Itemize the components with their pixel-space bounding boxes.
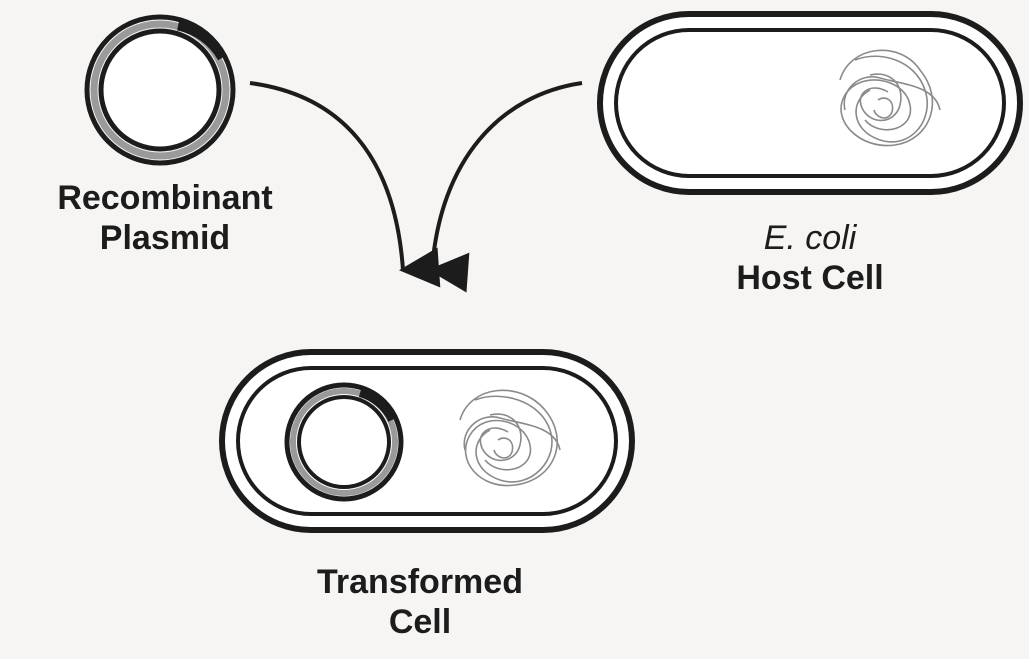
arrow-from-host — [432, 83, 582, 270]
host-cell — [600, 14, 1020, 192]
plasmid-label: Recombinant Plasmid — [20, 178, 310, 258]
plasmid-label-line2: Plasmid — [20, 218, 310, 258]
transformed-cell-label-line1: Transformed — [270, 562, 570, 602]
plasmid-label-line1: Recombinant — [20, 178, 310, 218]
recombinant-plasmid — [87, 17, 233, 163]
transformed-cell-label-line2: Cell — [270, 602, 570, 642]
host-cell-label-line2: Host Cell — [680, 258, 940, 298]
internal-plasmid — [287, 385, 401, 499]
host-cell-label-species: E. coli — [680, 218, 940, 258]
transformed-cell — [222, 352, 632, 530]
host-cell-label: E. coli Host Cell — [680, 218, 940, 298]
transformed-cell-label: Transformed Cell — [270, 562, 570, 642]
